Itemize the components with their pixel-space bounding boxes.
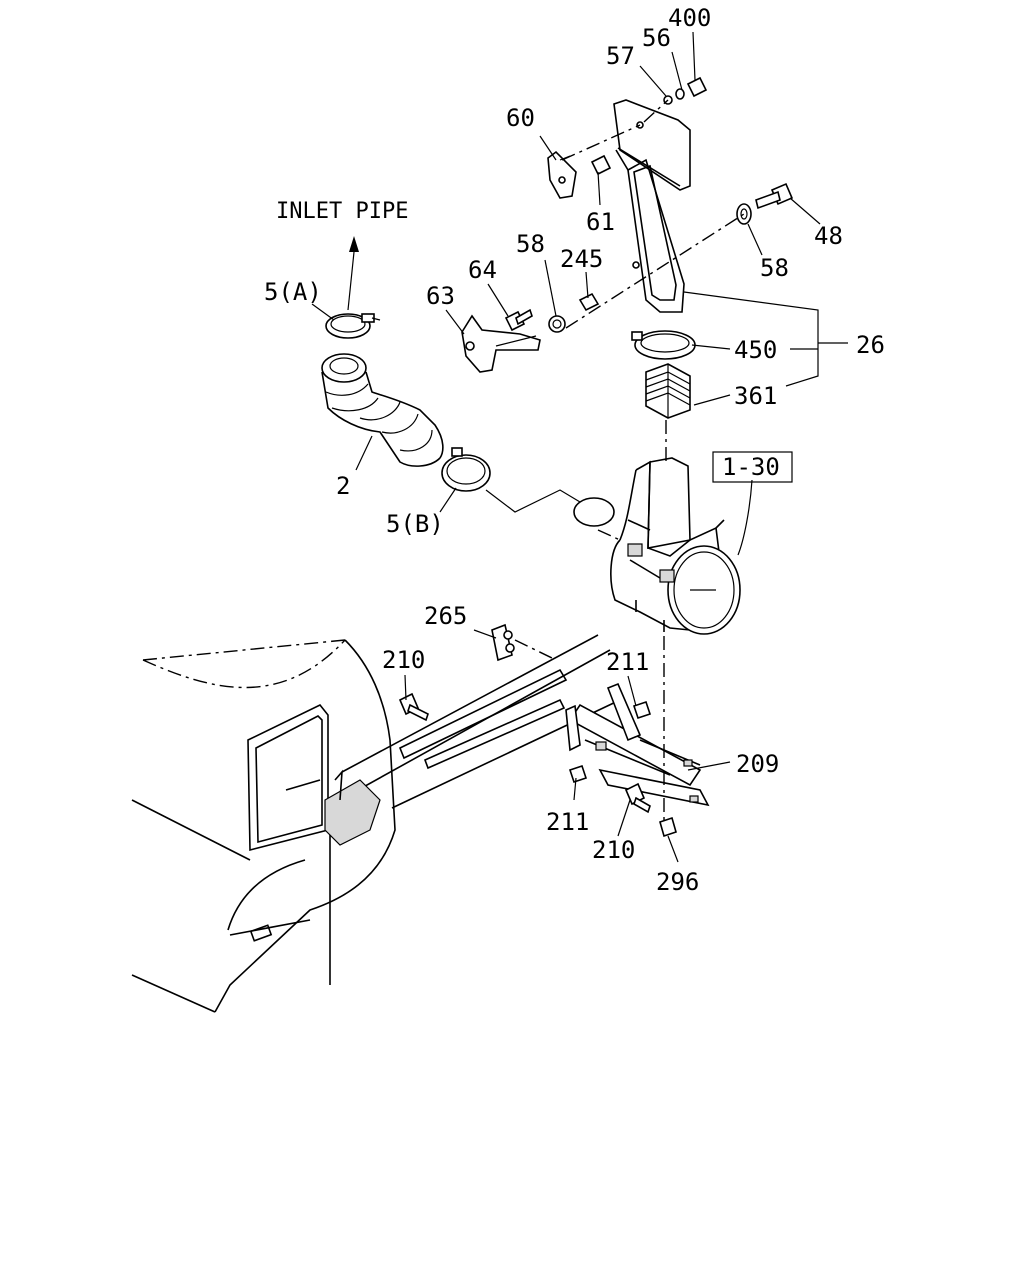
label-245: 245 [560, 245, 603, 273]
label-210-top: 210 [382, 646, 425, 674]
label-58-left: 58 [516, 230, 545, 258]
label-60: 60 [506, 104, 535, 132]
labels: INLET PIPE 400 56 57 60 61 48 58 58 245 … [264, 4, 885, 896]
callout-box-1-30 [712, 451, 793, 483]
assembly-lines [142, 99, 745, 822]
hardware-top [663, 76, 708, 105]
air-cleaner-1-30 [573, 457, 741, 635]
label-26: 26 [856, 331, 885, 359]
bracket-63 [461, 308, 541, 373]
label-61: 61 [586, 208, 615, 236]
clamp-5b [441, 447, 491, 492]
label-296: 296 [656, 868, 699, 896]
inlet-duct [613, 99, 691, 313]
label-450: 450 [734, 336, 777, 364]
label-211-top: 211 [606, 648, 649, 676]
label-56: 56 [642, 24, 671, 52]
label-inlet-pipe: INLET PIPE [276, 199, 408, 224]
label-57: 57 [606, 42, 635, 70]
cab-outline [131, 639, 396, 1013]
label-361: 361 [734, 382, 777, 410]
fasteners-frame [398, 692, 677, 838]
label-5b: 5(B) [386, 510, 444, 538]
leader-lines [311, 31, 848, 863]
label-210-bottom: 210 [592, 836, 635, 864]
bracket-265 [491, 623, 553, 662]
label-48: 48 [814, 222, 843, 250]
clamp-5a [325, 313, 381, 339]
label-2: 2 [336, 472, 350, 500]
element-361 [645, 363, 691, 419]
label-63: 63 [426, 282, 455, 310]
clamp-450 [631, 330, 696, 360]
hose-2 [321, 353, 444, 467]
bracket-60 [547, 150, 612, 199]
label-211-bottom: 211 [546, 808, 589, 836]
label-64: 64 [468, 256, 497, 284]
label-58-right: 58 [760, 254, 789, 282]
label-209: 209 [736, 750, 779, 778]
label-5a: 5(A) [264, 278, 322, 306]
bolt-48 [736, 182, 794, 225]
spacer-245 [548, 292, 600, 333]
label-1-30: 1-30 [722, 453, 780, 481]
label-400: 400 [668, 4, 711, 32]
bracket-209 [565, 682, 710, 807]
label-265: 265 [424, 602, 467, 630]
